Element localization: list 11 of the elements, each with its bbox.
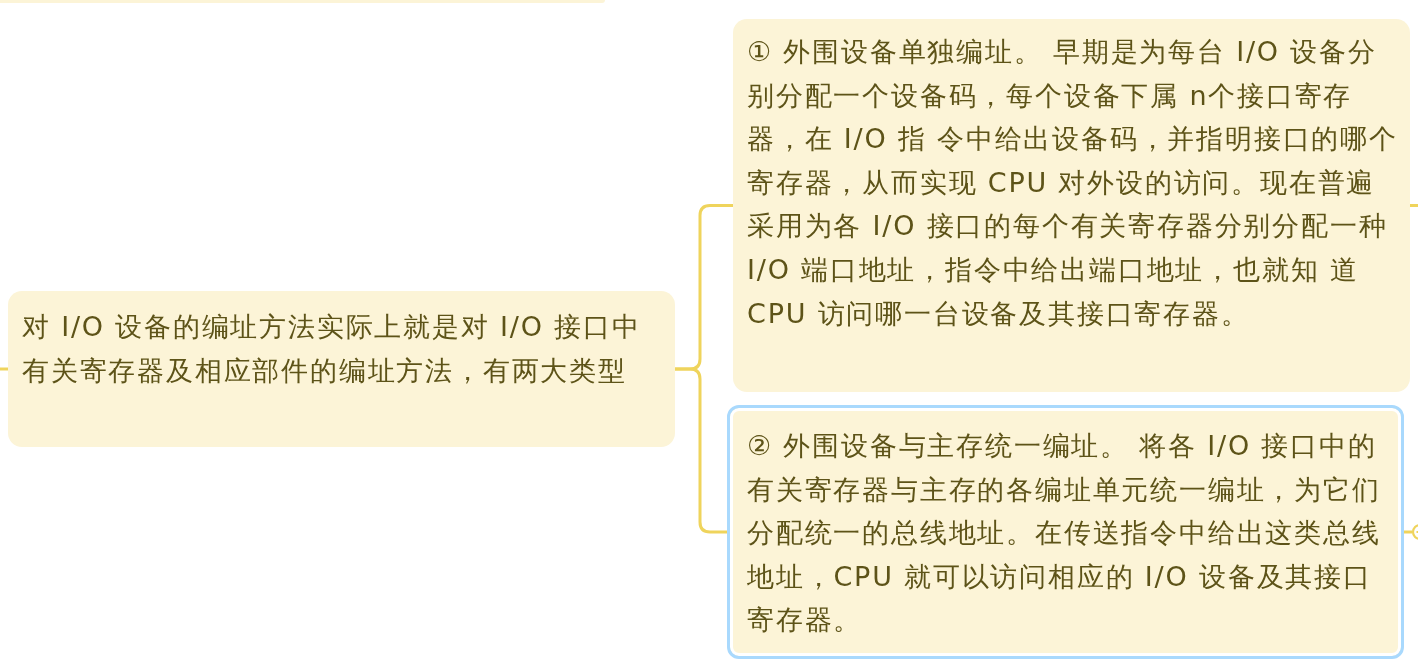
topic-text: 对 I/O 设备的编址方法实际上就是对 I/O 接口中有关寄存器及相应部件的编址方法，有两大类型 (22, 310, 642, 388)
topic-box (0, 0, 605, 3)
connector-line (1404, 523, 1418, 541)
connector-line (1410, 204, 1418, 207)
connector-line (675, 367, 727, 534)
connector-line (0, 367, 8, 371)
topic-box (8, 291, 675, 447)
topic-box (733, 19, 1410, 392)
topic-text: ② 外围设备与主存统一编址。 将各 I/O 接口中的有关寄存器与主存的各编址单元统一编址，为它们分配统一的总线地址。在传送指令中给出这类总线地址，CPU 就可以访问相应的 I/O 设备及其接口寄存器。 (747, 429, 1382, 638)
topic-box (727, 405, 1404, 659)
topic-text: ① 外围设备单独编址。 早期是为每台 I/O 设备分别分配一个设备码，每个设备下属 n个接口寄存器，在 I/O 指 令中给出设备码，并指明接口的哪个寄存器，从而实现 CPU 对外设的访问。现在普遍采用为各 I/O 接口的每个有关寄存器分别分配一种 I/O 端口地址，指令中给出端口地址，也就知 道 CPU 访问哪一台设备及其接口寄存器。 (747, 35, 1399, 331)
